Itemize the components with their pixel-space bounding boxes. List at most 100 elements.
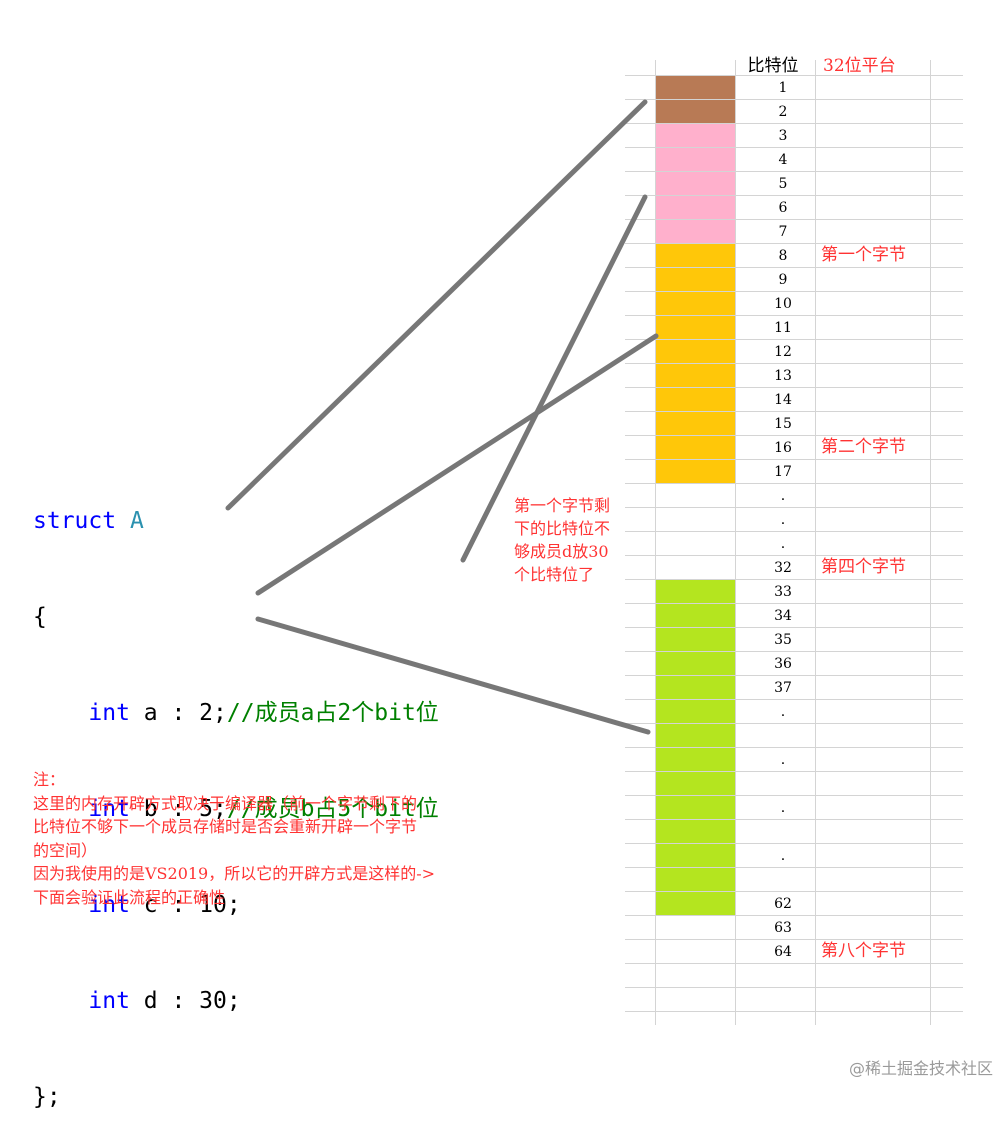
bit-number-label: 37	[774, 680, 792, 696]
bit-cell-fill	[655, 387, 735, 411]
bit-number-label: .	[781, 704, 785, 720]
bit-cell-fill	[655, 195, 735, 219]
member-d-type: int	[88, 988, 130, 1014]
bit-cell-fill	[655, 651, 735, 675]
bit-cell-fill	[655, 75, 735, 99]
connector-line	[225, 99, 648, 511]
bit-number-label: 8	[779, 248, 788, 264]
struct-name: A	[129, 508, 144, 534]
bit-cell-fill	[655, 819, 735, 843]
bit-number-label: 7	[779, 224, 788, 240]
bit-cell-fill	[655, 219, 735, 243]
bit-number-label: 14	[774, 392, 792, 408]
member-c-decl: c : 10;	[129, 892, 241, 918]
bit-cell-fill	[655, 435, 735, 459]
middle-annotation: 第一个字节剩 下的比特位不 够成员d放30 个比特位了	[514, 494, 644, 586]
bit-cell-fill	[655, 243, 735, 267]
code-line-member-b: int b : 5;//成员b占5个bit位	[33, 793, 439, 825]
bit-cell-fill	[655, 363, 735, 387]
bit-number-label: 34	[774, 608, 792, 624]
bit-number-label: 5	[779, 176, 788, 192]
note-line: 下面会验证此流程的正确性	[33, 887, 226, 907]
bit-cell-fill	[655, 411, 735, 435]
bit-cell-fill	[655, 99, 735, 123]
bit-cell-fill	[655, 747, 735, 771]
bit-cell-fill	[655, 891, 735, 915]
byte-boundary-label: 第二个字节	[821, 437, 906, 457]
bit-number-label: 3	[779, 128, 788, 144]
member-a-type: int	[88, 700, 130, 726]
note-line: 因为我使用的是VS2019，所以它的开辟方式是这样的->	[33, 864, 436, 883]
member-d-decl: d : 30;	[129, 988, 241, 1014]
bit-number-label: 4	[779, 152, 788, 168]
bit-number-label: 12	[774, 344, 792, 360]
middle-annotation-line: 个比特位了	[514, 565, 595, 584]
bit-number-label: 35	[774, 632, 792, 648]
middle-annotation-line: 够成员d放30	[514, 542, 609, 561]
bit-number-label: .	[781, 488, 785, 504]
middle-annotation-line: 第一个字节剩	[514, 496, 611, 515]
bit-number-label: 33	[774, 584, 792, 600]
note-line: 的空间）	[33, 840, 98, 860]
bit-cell-fill	[655, 699, 735, 723]
connector-line	[460, 194, 648, 563]
bit-cell-fill	[655, 723, 735, 747]
bit-number-label: 15	[774, 416, 792, 432]
code-line-member-a: int a : 2;//成员a占2个bit位	[33, 697, 439, 729]
member-b-decl: b : 5;	[129, 796, 227, 822]
bit-number-label: 6	[779, 200, 788, 216]
bit-number-label: 64	[774, 944, 792, 960]
code-line-open-brace: {	[33, 604, 47, 630]
note-line: 比特位不够下一个成员存储时是否会重新开辟一个字节	[33, 817, 418, 836]
platform-label: 32位平台	[823, 56, 896, 76]
bit-cell-fill	[655, 627, 735, 651]
bit-cell-fill	[655, 867, 735, 891]
member-a-comment: //成员a占2个bit位	[226, 700, 439, 726]
bit-number-label: 63	[774, 920, 792, 936]
bit-number-label: .	[781, 848, 785, 864]
code-line-close: };	[33, 1084, 61, 1110]
byte-boundary-label: 第四个字节	[821, 557, 906, 577]
code-line-member-d: int d : 30;	[33, 985, 439, 1017]
bit-number-label: 16	[774, 440, 792, 456]
bit-cell-fill	[655, 459, 735, 483]
connector-line	[255, 333, 659, 596]
bit-number-label: 2	[779, 104, 788, 120]
member-b-comment: //成员b占5个bit位	[226, 796, 439, 822]
note-line: 这里的内存开辟方式取决于编译器（前一个字节剩下的	[33, 793, 418, 813]
middle-annotation-line: 下的比特位不	[514, 519, 611, 538]
connector-line	[255, 616, 651, 735]
bit-cell-fill	[655, 771, 735, 795]
code-line-member-c: int c : 10;	[33, 889, 439, 921]
bit-cell-fill	[655, 267, 735, 291]
bit-number-label: 36	[774, 656, 792, 672]
bit-number-label: 9	[779, 272, 788, 288]
bit-cell-fill	[655, 339, 735, 363]
member-c-type: int	[88, 892, 130, 918]
bit-number-label: 13	[774, 368, 792, 384]
bit-cell-fill	[655, 795, 735, 819]
bit-cell-fill	[655, 147, 735, 171]
member-b-type: int	[88, 796, 130, 822]
bit-cell-fill	[655, 171, 735, 195]
bit-column-header: 比特位	[748, 56, 799, 76]
bit-cell-fill	[655, 603, 735, 627]
bit-number-label: 62	[774, 896, 792, 912]
struct-keyword: struct	[33, 508, 117, 534]
note-line: 注：	[33, 770, 66, 789]
bit-number-label: 1	[779, 80, 788, 96]
bit-number-label: .	[781, 536, 785, 552]
compiler-note: 注： 这里的内存开辟方式取决于编译器（前一个字节剩下的 比特位不够下一个成员存储…	[33, 768, 533, 909]
code-line-struct: struct A	[33, 505, 439, 537]
bit-number-label: 11	[774, 320, 792, 336]
bit-cell-fill	[655, 675, 735, 699]
bit-cell-fill	[655, 315, 735, 339]
bit-cell-fill	[655, 843, 735, 867]
byte-boundary-label: 第八个字节	[821, 941, 906, 961]
bit-number-label: .	[781, 800, 785, 816]
bit-cell-fill	[655, 291, 735, 315]
bit-number-label: .	[781, 512, 785, 528]
bit-number-label: 32	[774, 560, 792, 576]
watermark: @稀土掘金技术社区	[848, 1059, 993, 1078]
